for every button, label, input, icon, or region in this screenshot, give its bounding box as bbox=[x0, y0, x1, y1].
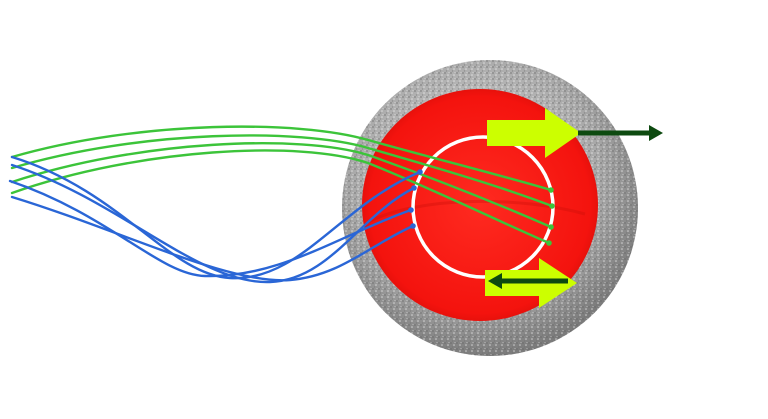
green-line-2 bbox=[10, 134, 554, 208]
green-endpoint-dot bbox=[548, 187, 554, 193]
green-endpoint-dot bbox=[546, 240, 552, 246]
arrows bbox=[485, 108, 663, 308]
dark-arrow-left-icon bbox=[488, 273, 502, 289]
blue-line-2 bbox=[10, 163, 416, 284]
blue-line-1 bbox=[10, 155, 422, 280]
dark-arrow-right-icon bbox=[649, 125, 663, 141]
blue-endpoint-dot bbox=[417, 169, 423, 175]
blue-line-4 bbox=[10, 195, 415, 282]
blue-line-3 bbox=[8, 179, 413, 278]
disk-shading bbox=[367, 199, 586, 224]
blue-endpoint-dot bbox=[408, 207, 414, 213]
green-line-3 bbox=[10, 142, 553, 229]
blue-field-lines bbox=[8, 155, 423, 284]
blue-endpoint-dot bbox=[410, 223, 416, 229]
yellow-arrow-right-icon bbox=[487, 108, 581, 158]
sphere bbox=[342, 60, 638, 356]
green-line-4 bbox=[10, 149, 551, 245]
green-line-1 bbox=[10, 125, 553, 192]
green-field-lines bbox=[10, 125, 555, 246]
green-endpoint-dot bbox=[549, 203, 555, 209]
blue-endpoint-dot bbox=[411, 185, 417, 191]
green-endpoint-dot bbox=[548, 224, 554, 230]
